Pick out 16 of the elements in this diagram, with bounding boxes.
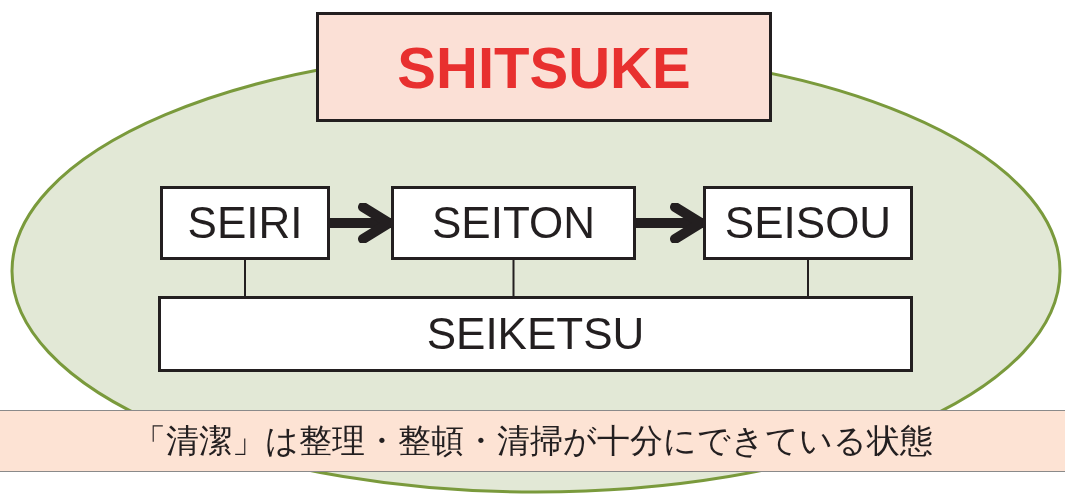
note-text: 「清潔」は整理・整頓・清掃が十分にできている状態	[132, 419, 933, 462]
step-label: SEITON	[432, 198, 595, 248]
step-label: SEIKETSU	[426, 309, 645, 359]
step-label: SEIRI	[187, 198, 303, 248]
connector-line	[512, 259, 515, 297]
title-box	[316, 12, 772, 122]
process-box	[703, 186, 913, 260]
connector-line	[244, 259, 246, 297]
process-box	[391, 186, 636, 260]
process-box	[160, 186, 330, 260]
process-box	[158, 296, 913, 372]
title-text: SHITSUKE	[397, 33, 691, 101]
arrow	[636, 202, 706, 244]
arrow	[330, 202, 394, 244]
step-label: SEISOU	[724, 198, 892, 248]
connector-line	[807, 259, 809, 297]
